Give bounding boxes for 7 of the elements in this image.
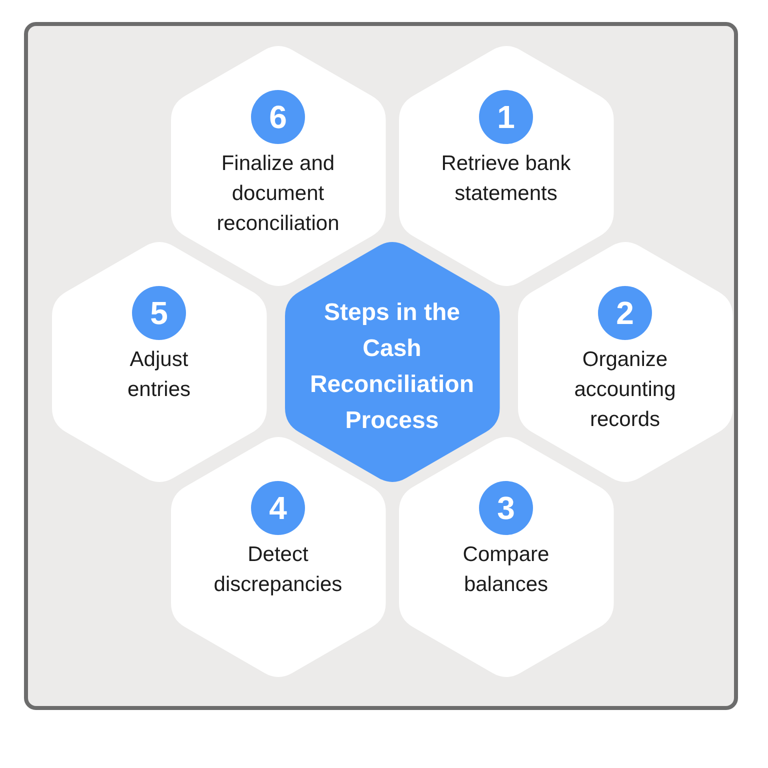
step-label: Compare balances: [462, 542, 550, 598]
step-label: Finalize and document reconciliation: [216, 151, 340, 237]
step-label: Adjust entries: [126, 347, 192, 403]
step-label: Detect discrepancies: [212, 542, 344, 598]
step-label: Organize accounting records: [573, 347, 677, 433]
step-label: Retrieve bank statements: [440, 151, 572, 207]
title-text: Steps in the Cash Reconciliation Process: [308, 298, 475, 436]
